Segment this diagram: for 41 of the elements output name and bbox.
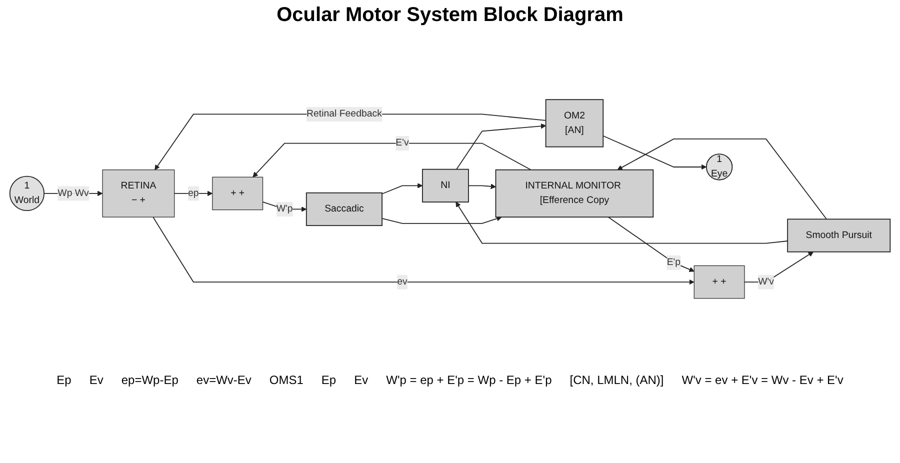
annotation-text: ev=Wv-Ev — [196, 373, 252, 387]
annotation-text: OMS1 — [269, 373, 304, 387]
edge-label: E'p — [666, 257, 681, 268]
node-box: + + — [694, 265, 745, 299]
arrow — [382, 216, 502, 224]
arrow — [608, 216, 694, 272]
annotation-text: Ev — [89, 373, 104, 387]
arrow — [744, 252, 814, 282]
edge-label: W'p — [276, 204, 293, 214]
annotation-text: [CN, LMLN, (AN)] — [570, 373, 664, 387]
arrow — [154, 114, 546, 170]
arrow — [382, 183, 423, 194]
node-circle: 1 World — [9, 176, 45, 212]
arrow — [456, 202, 788, 244]
node-box: RETINA − + — [102, 170, 175, 218]
node-box: Smooth Pursuit — [787, 218, 891, 252]
node-box: Saccadic — [306, 192, 382, 226]
node-box: INTERNAL MONITOR [Efference Copy — [495, 169, 654, 218]
annotation-text: Ev — [354, 373, 368, 387]
edge-label: Wp Wv — [58, 188, 89, 198]
annotation-text: W'p = ep + E'p = Wp - Ep + E'p — [386, 373, 552, 387]
arrow — [456, 123, 546, 170]
edge-label: ep — [188, 188, 199, 198]
node-box: NI — [422, 168, 469, 202]
arrow — [152, 216, 694, 285]
annotation-text: W'v = ev + E'v = Wv - Ev + E'v — [682, 373, 844, 387]
edge-label: E'v — [396, 138, 409, 148]
edge-label: W'v — [758, 276, 774, 287]
diagram-title: Ocular Motor System Block Diagram — [276, 4, 624, 27]
node-circle: 1 Eye — [706, 154, 733, 180]
annotation-text: Ep — [56, 373, 72, 387]
arrow — [468, 184, 496, 190]
node-box: OM2 [AN] — [545, 99, 604, 148]
arrow — [602, 135, 707, 170]
annotation-text: ep=Wp-Ep — [121, 373, 178, 387]
node-box: + + — [212, 176, 264, 210]
annotation-text: Ep — [321, 373, 336, 387]
arrow — [252, 142, 532, 178]
arrow — [617, 138, 827, 220]
edge-label: ev — [397, 276, 408, 287]
edge-label: Retinal Feedback — [306, 108, 382, 120]
